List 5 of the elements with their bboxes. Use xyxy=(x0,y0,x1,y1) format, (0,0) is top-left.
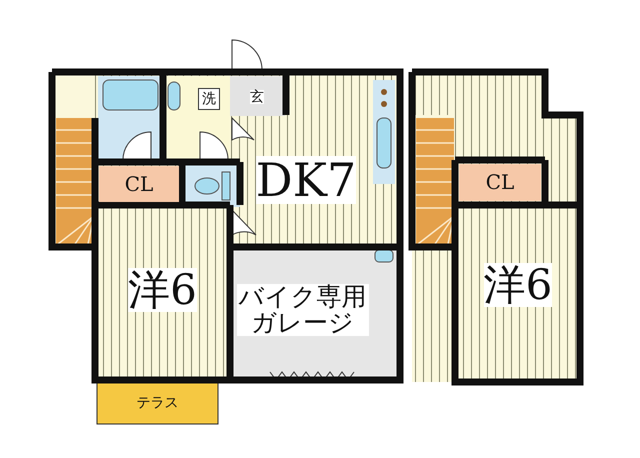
closet-area: CL xyxy=(459,164,541,201)
room-label: DK7 xyxy=(245,130,367,230)
room-label: 洋6 xyxy=(460,225,576,345)
closet-area: CL xyxy=(99,166,179,202)
room-label: 洗 xyxy=(198,88,220,110)
